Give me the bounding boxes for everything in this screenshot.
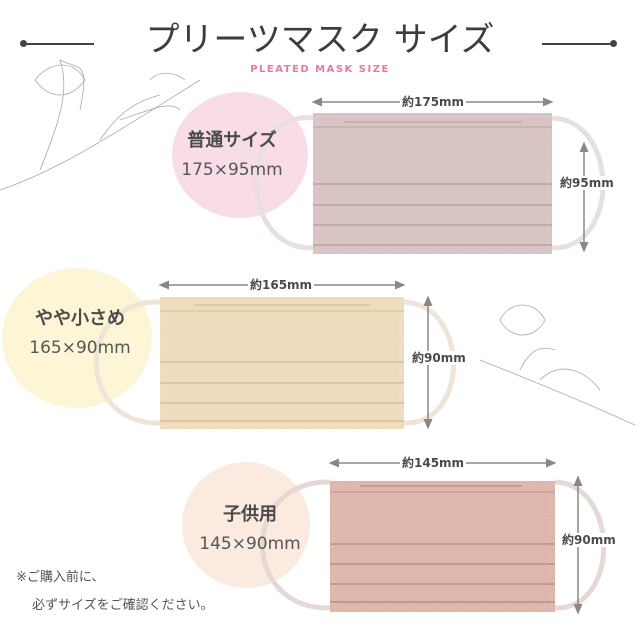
size-dims-kids: 145×90mm xyxy=(199,534,301,554)
title-line-left xyxy=(24,43,94,45)
height-label-regular: 約95mm xyxy=(558,176,616,190)
height-label-kids: 約90mm xyxy=(560,533,618,547)
width-label-kids: 約145mm xyxy=(400,456,467,470)
size-dims-slightly-small: 165×90mm xyxy=(29,338,131,358)
pink-blob xyxy=(172,92,308,218)
note-line-2: 必ずサイズをご確認ください。 xyxy=(32,598,214,613)
peach-blob xyxy=(182,462,310,588)
yellow-blob xyxy=(2,268,152,408)
mask-regular xyxy=(253,97,606,254)
height-label-slightly-small: 約90mm xyxy=(410,351,468,365)
title-dot-right xyxy=(610,40,617,47)
size-name-slightly-small: やや小さめ xyxy=(35,308,125,329)
flower-sketch-left xyxy=(0,59,201,191)
size-name-kids: 子供用 xyxy=(223,504,277,525)
flower-sketch-right xyxy=(479,304,636,426)
width-label-slightly-small: 約165mm xyxy=(248,278,315,292)
page-subtitle: PLEATED MASK SIZE xyxy=(250,64,390,75)
size-dims-regular: 175×95mm xyxy=(181,160,283,180)
note-line-1: ※ご購入前に、 xyxy=(16,570,105,585)
page-title: プリーツマスク サイズ xyxy=(145,20,495,60)
mask-kids xyxy=(260,458,607,615)
title-line-right xyxy=(542,43,612,45)
mask-slightly-small xyxy=(93,280,456,430)
width-label-regular: 約175mm xyxy=(400,95,467,109)
title-dot-left xyxy=(20,40,27,47)
size-name-regular: 普通サイズ xyxy=(187,130,277,151)
